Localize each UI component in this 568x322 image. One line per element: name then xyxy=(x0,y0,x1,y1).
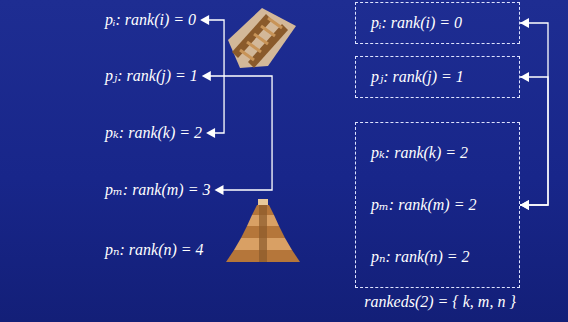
connector xyxy=(520,72,548,210)
pyramid-icon xyxy=(226,199,300,262)
rank-text: pₖ: rank(k) = 2 xyxy=(371,143,504,163)
connector xyxy=(520,18,548,210)
arrow-head xyxy=(202,71,211,81)
ladder-icon xyxy=(228,8,296,68)
rank-text: pⱼ: rank(j) = 1 xyxy=(371,67,504,87)
arrow-head xyxy=(206,128,215,138)
rank-label: pᵢ: rank(i) = 0 xyxy=(105,10,196,30)
rank-label: pₙ: rank(n) = 4 xyxy=(105,240,204,260)
rank-group-box: pⱼ: rank(j) = 1 xyxy=(355,56,520,98)
rank-group-box: pₖ: rank(k) = 2 pₘ: rank(m) = 2 pₙ: rank(n… xyxy=(355,122,520,288)
rank-text: pₘ: rank(m) = 2 xyxy=(371,195,504,215)
rank-label: pₘ: rank(m) = 3 xyxy=(105,180,210,200)
rank-text: pₙ: rank(n) = 2 xyxy=(371,247,504,267)
set-label: rankeds(2) = { k, m, n } xyxy=(364,292,516,312)
arrow-head xyxy=(200,15,209,25)
rank-label: pⱼ: rank(j) = 1 xyxy=(105,66,198,86)
bracket-line xyxy=(210,76,272,190)
rank-text: pᵢ: rank(i) = 0 xyxy=(371,13,504,33)
rank-label: pₖ: rank(k) = 2 xyxy=(105,123,202,143)
arrow-head xyxy=(214,185,223,195)
rank-group-box: pᵢ: rank(i) = 0 xyxy=(355,2,520,44)
